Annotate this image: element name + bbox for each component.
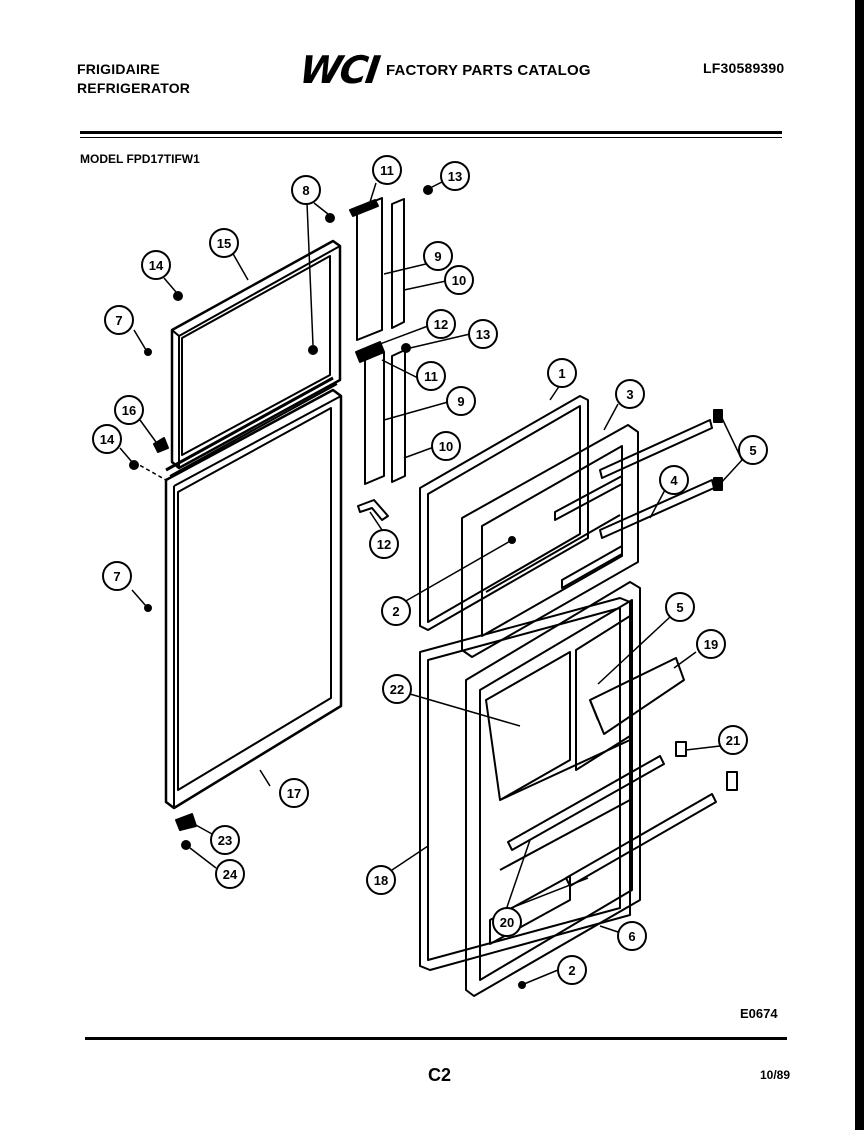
lower-hinge-channel [355,341,406,485]
callout-label: 18 [374,873,388,888]
callout-7: 7 [102,561,132,591]
callout-label: 12 [377,537,391,552]
callout-label: 22 [390,682,404,697]
callout-label: 11 [424,369,438,384]
callout-12: 12 [426,309,456,339]
callout-15: 15 [209,228,239,258]
callout-label: 14 [149,258,164,273]
callout-label: 9 [434,249,441,264]
callout-label: 12 [434,317,448,332]
callout-14: 14 [92,424,122,454]
callout-label: 2 [392,604,399,619]
callout-label: 17 [287,786,301,801]
callout-10: 10 [444,265,474,295]
callout-9: 9 [423,241,453,271]
page-border [855,0,864,1130]
dairy-door [589,657,685,735]
callout-label: 7 [113,569,120,584]
freezer-gasket [419,395,589,631]
callout-6: 6 [617,921,647,951]
callout-2: 2 [557,955,587,985]
callout-label: 4 [670,473,678,488]
callout-2: 2 [381,596,411,626]
drawing-code: E0674 [740,1006,778,1021]
header-rule-top [80,131,782,134]
door-shelf-rails [507,755,717,887]
callout-label: 2 [568,963,575,978]
part-number: LF30589390 [703,60,785,76]
brand-line-2: REFRIGERATOR [77,80,191,96]
callout-11: 11 [372,155,402,185]
callout-13: 13 [468,319,498,349]
fresh-food-gasket [419,597,631,971]
callout-9: 9 [446,386,476,416]
model-label: MODEL FPD17TIFW1 [80,152,200,166]
callout-17: 17 [279,778,309,808]
brand-block: FRIGIDAIRE REFRIGERATOR [77,60,190,98]
callout-19: 19 [696,629,726,659]
callout-7: 7 [104,305,134,335]
footer-rule [85,1037,787,1040]
callout-5: 5 [738,435,768,465]
header-rule-bottom [80,137,782,138]
callout-4: 4 [659,465,689,495]
callout-label: 10 [452,273,466,288]
callout-label: 3 [626,387,633,402]
callout-label: 5 [676,600,683,615]
freezer-door-frame [170,239,342,470]
callout-14: 14 [141,250,171,280]
callout-label: 8 [302,183,309,198]
callout-label: 14 [100,432,115,447]
callout-label: 7 [115,313,122,328]
brand-line-1: FRIGIDAIRE [77,61,160,77]
upper-hinge-channel [349,197,405,341]
callout-1: 1 [547,358,577,388]
callout-label: 9 [457,394,464,409]
callout-label: 19 [704,637,718,652]
catalog-date: 10/89 [760,1068,791,1082]
callout-20: 20 [492,907,522,937]
callout-21: 21 [718,725,748,755]
callout-10: 10 [431,431,461,461]
callout-label: 16 [122,403,136,418]
small-hardware [129,185,738,989]
callout-label: 6 [628,929,635,944]
callout-label: 21 [726,733,740,748]
callout-label: 13 [476,327,490,342]
callout-label: 1 [558,366,565,381]
callout-label: 23 [218,833,232,848]
callout-11: 11 [416,361,446,391]
leader-lines [119,181,743,985]
callout-label: 20 [500,915,514,930]
callout-13: 13 [440,161,470,191]
callout-23: 23 [210,825,240,855]
callout-label: 11 [380,163,394,178]
page-number: C2 [428,1065,452,1085]
callout-8: 8 [291,175,321,205]
callout-16: 16 [114,395,144,425]
fresh-food-door-liner [465,581,641,997]
callout-22: 22 [382,674,412,704]
callout-18: 18 [366,865,396,895]
callout-label: 5 [749,443,756,458]
catalog-title: FACTORY PARTS CATALOG [385,61,591,79]
fresh-food-door-frame [164,376,343,810]
callout-label: 13 [448,169,462,184]
callout-label: 15 [217,236,231,251]
callout-5: 5 [665,592,695,622]
callout-label: 10 [439,439,453,454]
callout-3: 3 [615,379,645,409]
callout-group: 11 13 8 15 9 10 14 7 12 13 11 1 9 16 3 1… [92,155,768,985]
callout-12: 12 [369,529,399,559]
catalog-heading: WCI FACTORY PARTS CATALOG [297,48,591,92]
callout-24: 24 [215,859,245,889]
callout-label: 24 [223,867,238,882]
